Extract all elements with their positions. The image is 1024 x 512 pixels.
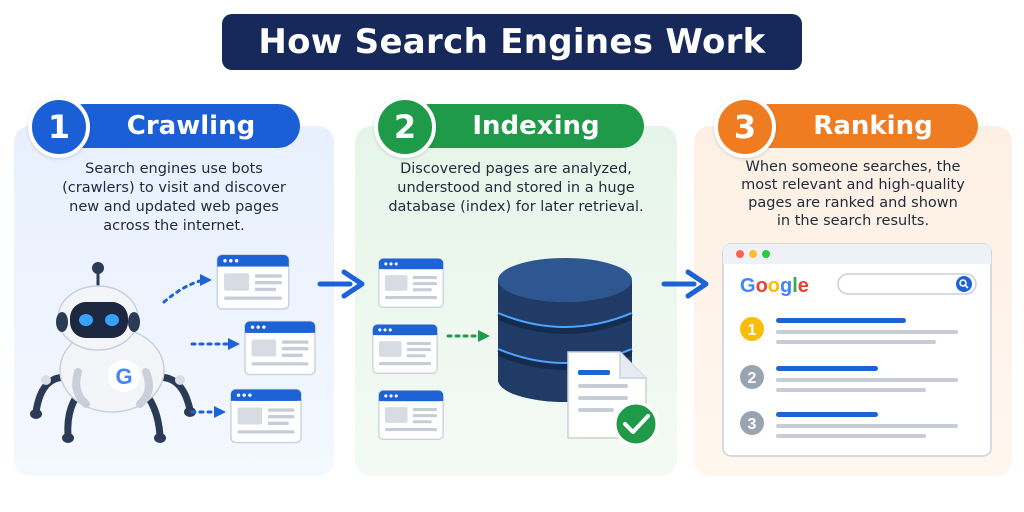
browser-window: Google 1 2 3 <box>722 243 992 457</box>
checkmark-icon <box>613 401 659 447</box>
crawling-description: Search engines use bots (crawlers) to vi… <box>34 160 314 236</box>
step-2-number-badge: 2 <box>374 96 436 158</box>
search-icon <box>956 276 972 292</box>
indexing-line: database (index) for later retrieval. <box>388 199 644 215</box>
ranking-line: most relevant and high-quality <box>741 177 965 193</box>
search-bar <box>837 273 977 295</box>
ranking-line: in the search results. <box>776 213 930 229</box>
step-3-number-badge: 3 <box>714 96 776 158</box>
step-1-number: 1 <box>47 108 71 146</box>
result-rank-2: 2 <box>748 370 757 387</box>
webpage-icon <box>244 320 316 376</box>
step-3-label-pill: Ranking <box>748 104 978 148</box>
crawling-line: Search engines use bots <box>85 161 263 177</box>
page-title: How Search Engines Work <box>258 22 766 62</box>
crawling-line: new and updated web pages <box>69 199 279 215</box>
indexing-description: Discovered pages are analyzed, understoo… <box>372 160 660 217</box>
step-1-label-pill: Crawling <box>62 104 300 148</box>
ranking-line: pages are ranked and shown <box>748 195 958 211</box>
webpage-icon <box>378 389 444 441</box>
step-3-number: 3 <box>733 108 757 146</box>
ranking-line: When someone searches, the <box>745 159 961 175</box>
webpage-icon <box>372 323 438 375</box>
arrow-icon <box>661 269 709 299</box>
step-1-number-badge: 1 <box>28 96 90 158</box>
step-2-number: 2 <box>393 108 417 146</box>
crawling-line: across the internet. <box>103 218 245 234</box>
indexing-line: understood and stored in a huge <box>397 180 635 196</box>
step-2-label-pill: Indexing <box>408 104 644 148</box>
webpage-icon <box>378 257 444 309</box>
title-banner: How Search Engines Work <box>222 14 802 70</box>
webpage-icon <box>216 254 290 310</box>
ranking-description: When someone searches, the most relevant… <box>712 158 994 230</box>
robot-logo: G <box>115 364 132 389</box>
step-2-label: Indexing <box>472 111 600 141</box>
result-rank-3: 3 <box>748 416 757 433</box>
result-rank-1: 1 <box>748 322 757 339</box>
step-3-label: Ranking <box>813 111 933 141</box>
webpage-icon <box>230 388 302 444</box>
indexing-line: Discovered pages are analyzed, <box>400 161 632 177</box>
crawling-line: (crawlers) to visit and discover <box>62 180 286 196</box>
arrow-icon <box>317 269 365 299</box>
robot-crawler-icon: G <box>30 262 196 443</box>
step-1-label: Crawling <box>126 111 256 141</box>
browser-logo: Google <box>740 275 809 297</box>
